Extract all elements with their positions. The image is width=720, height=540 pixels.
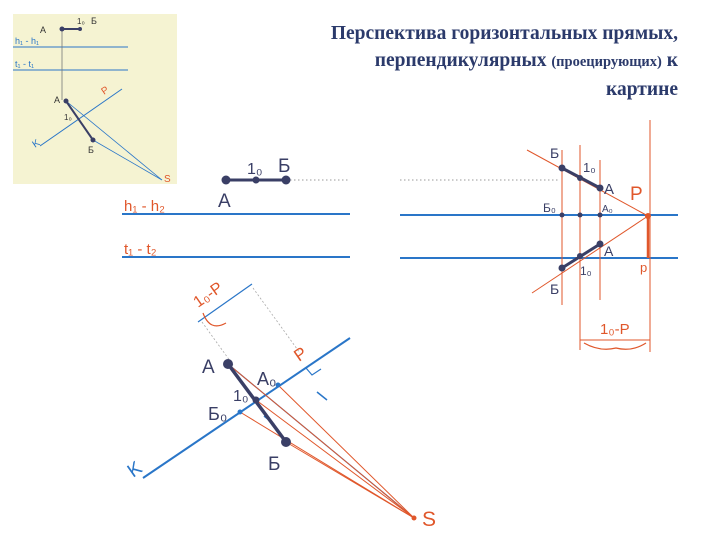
inset-segment-ab <box>65 100 94 141</box>
inset-ray-b <box>92 139 163 181</box>
inset-top-point-a <box>59 26 65 32</box>
main-label-h: h₁ - h₂ <box>124 198 165 215</box>
right-point-b0 <box>559 212 565 218</box>
main-point-a0 <box>275 382 281 388</box>
inset-picture-plane-line <box>39 88 123 147</box>
main-tick-mark-1 <box>316 391 328 401</box>
inset-diagram: h₁ - h₁ t₁ - t₁ A 1₀ Б A 1₀ Б P K S <box>13 14 177 185</box>
inset-ray-a <box>65 100 163 181</box>
right-label-b-low: Б <box>550 281 559 297</box>
right-ray-lower <box>531 215 649 294</box>
main-label-1: 1₀ <box>233 388 249 405</box>
right-label-p-lower: p <box>640 260 647 275</box>
main-label-s: S <box>422 508 436 531</box>
inset-label-1-top: 1₀ <box>77 17 85 26</box>
main-label-b0: Б₀ <box>208 404 227 424</box>
main-label-p: P <box>290 343 310 365</box>
main-diagram: h₁ - h₂ t₁ - t₂ A 1₀ Б 1₀-P P A <box>122 156 436 531</box>
right-point-1-mid <box>577 212 583 218</box>
main-label-a-top: A <box>218 191 231 212</box>
inset-label-h: h₁ - h₁ <box>15 36 39 46</box>
main-point-s <box>411 515 417 521</box>
title-line-3: картине <box>606 79 678 100</box>
title-line-2-c: к <box>661 50 678 71</box>
right-point-1-low <box>577 253 583 259</box>
title-line-1: Перспектива горизонтальных прямых, <box>330 23 678 44</box>
inset-label-s: S <box>164 174 171 185</box>
inset-label-b-top: Б <box>91 16 97 26</box>
main-point-b0 <box>237 409 243 415</box>
right-label-a-low: A <box>604 243 614 259</box>
slide-title: Перспектива горизонтальных прямых, перпе… <box>208 20 678 103</box>
right-point-b-top <box>558 164 566 172</box>
main-top-point-1 <box>252 176 260 184</box>
inset-label-p: P <box>100 84 112 97</box>
main-point-b <box>281 437 291 447</box>
main-label-k: K <box>124 457 147 482</box>
title-line-2-a: перпендикулярных <box>374 50 552 71</box>
right-point-a-low <box>596 240 604 248</box>
main-ray-a0 <box>277 384 415 519</box>
right-label-1-low: 1₀ <box>580 264 592 278</box>
inset-point-b <box>90 137 96 143</box>
inset-label-1: 1₀ <box>64 113 72 122</box>
main-label-1-top: 1₀ <box>247 161 263 178</box>
right-label-p: P <box>630 184 643 205</box>
right-point-a-top <box>596 184 604 192</box>
right-label-1-top: 1₀ <box>583 160 596 175</box>
inset-top-point-1 <box>78 27 82 31</box>
right-point-a0 <box>597 212 603 218</box>
main-label-b-top: Б <box>278 156 290 177</box>
main-label-t: t₁ - t₂ <box>124 241 157 258</box>
right-dist-brace <box>583 342 647 350</box>
inset-label-b: Б <box>88 145 94 155</box>
right-diagram: Б 1₀ A P Б₀ A₀ A 1₀ Б p 1₀-P <box>400 120 678 352</box>
right-label-dist: 1₀-P <box>600 321 630 338</box>
inset-label-k: K <box>31 137 43 150</box>
main-top-point-b <box>281 175 291 185</box>
inset-label-a: A <box>54 95 60 105</box>
right-label-b0: Б₀ <box>543 201 556 215</box>
main-ray-a <box>227 363 415 519</box>
main-ray-1 <box>255 399 415 519</box>
right-label-b-top: Б <box>550 145 559 161</box>
right-label-a0: A₀ <box>602 204 613 215</box>
right-label-a-top: A <box>604 181 614 198</box>
main-label-a0: A₀ <box>257 369 276 389</box>
main-label-b: Б <box>268 454 280 475</box>
main-point-1 <box>252 396 260 404</box>
inset-point-a <box>63 98 69 104</box>
right-point-b-low <box>558 264 566 272</box>
main-top-point-a <box>221 175 231 185</box>
main-dist-line <box>197 283 253 323</box>
main-dist-brace <box>202 312 227 327</box>
main-point-a <box>223 359 233 369</box>
main-right-angle-mark <box>305 367 322 376</box>
main-ray-b0 <box>239 411 415 519</box>
title-line-2: перпендикулярных (проецирующих) к <box>208 47 678 76</box>
main-label-a: A <box>202 357 215 378</box>
inset-label-t: t₁ - t₁ <box>15 59 34 69</box>
title-line-2-b: (проецирующих) <box>551 54 662 70</box>
inset-background <box>13 14 177 184</box>
main-dist-helper-2 <box>252 287 301 354</box>
right-point-1-top <box>577 175 583 181</box>
main-picture-plane-trace <box>142 337 351 479</box>
inset-label-a-top: A <box>40 25 46 35</box>
main-dist-helper-1 <box>201 321 234 366</box>
right-point-p <box>645 213 651 219</box>
